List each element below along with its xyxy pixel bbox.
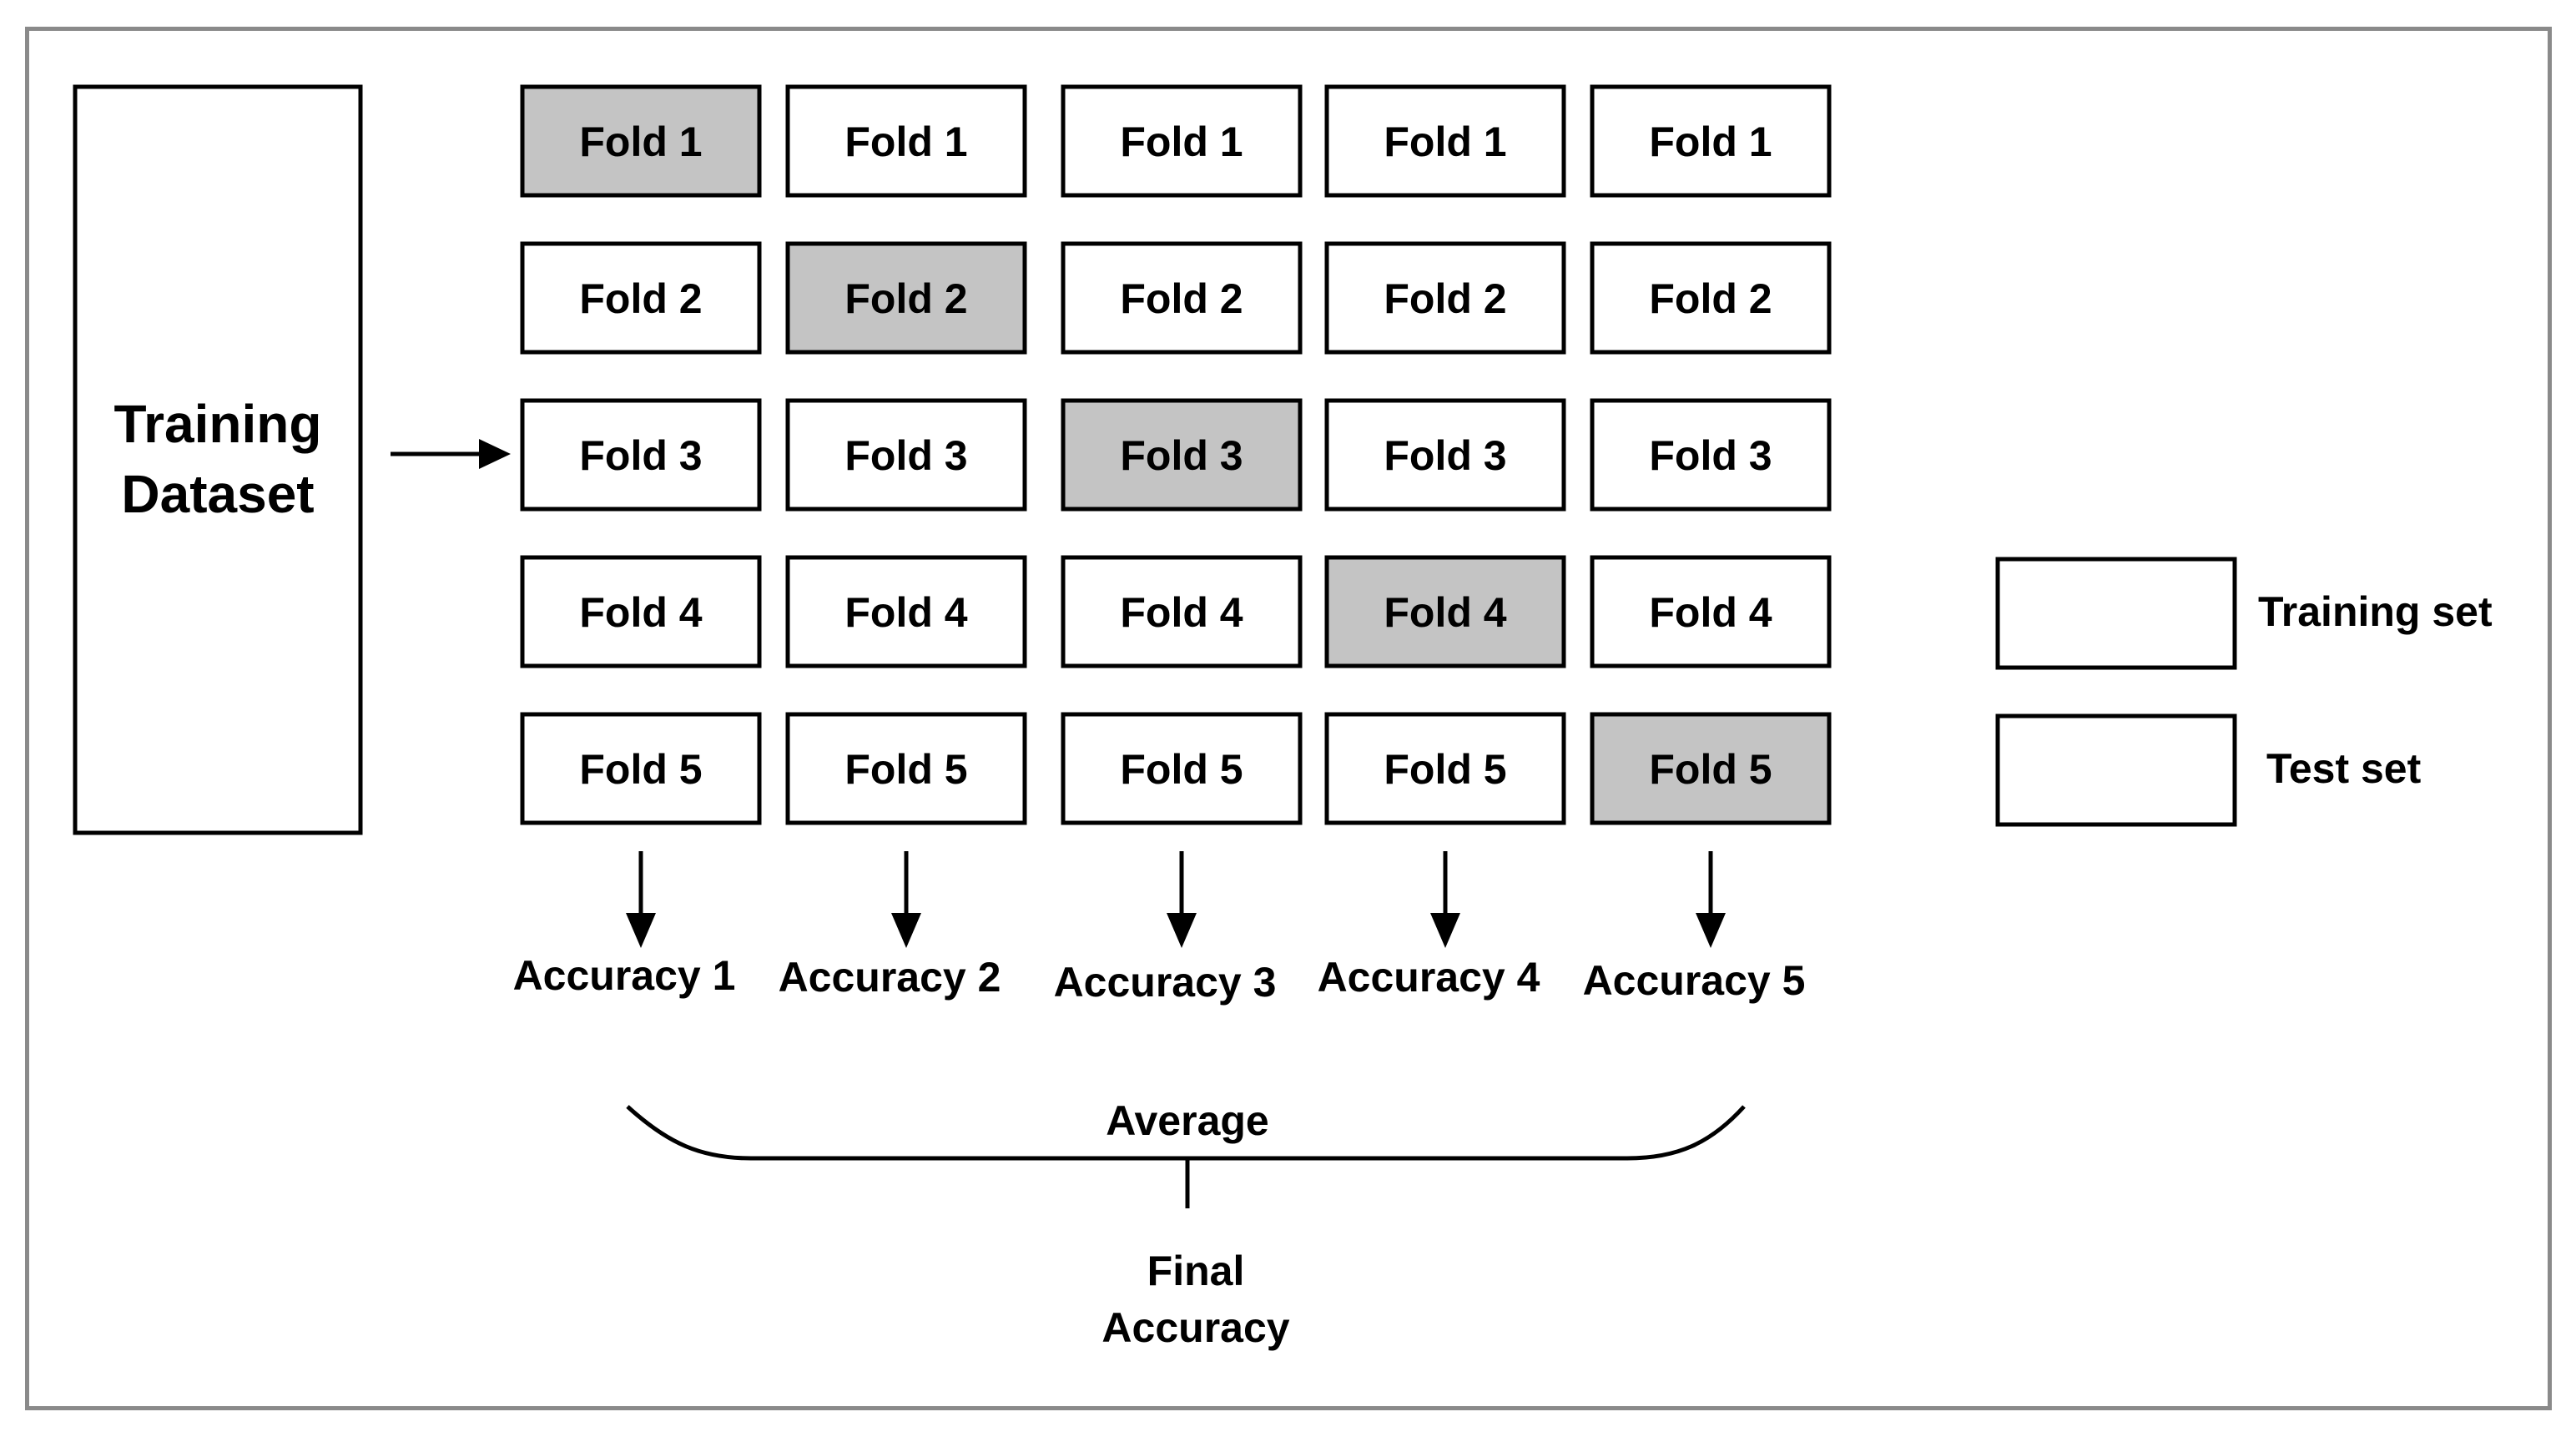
fold-label-col1-fold3: Fold 3 [579, 432, 702, 479]
fold-label-col2-fold5: Fold 5 [844, 746, 967, 793]
final-accuracy-label-line2: Accuracy [1101, 1304, 1289, 1351]
fold-box-col2-fold1-train [785, 84, 1027, 198]
fold-box-col4-fold5-train [1324, 712, 1566, 825]
fold-label-col5-fold3: Fold 3 [1649, 432, 1772, 479]
fold-box-col1-fold5-train [520, 712, 762, 825]
legend-test-label: Test set [2266, 745, 2422, 792]
fold-label-col5-fold5: Fold 5 [1649, 746, 1772, 793]
fold-label-col4-fold5: Fold 5 [1384, 746, 1506, 793]
accuracy-label-5: Accuracy 5 [1583, 957, 1806, 1004]
training-dataset-box [73, 84, 363, 835]
legend-training-label: Training set [2258, 588, 2493, 635]
fold-box-col4-fold2-train [1324, 241, 1566, 355]
fold-box-col5-fold1-train [1590, 84, 1832, 198]
fold-box-col2-fold3-train [785, 398, 1027, 512]
fold-box-col3-fold5-train [1061, 712, 1303, 825]
legend: Training set Test set [1995, 557, 2493, 827]
fold-box-col3-fold2-train [1061, 241, 1303, 355]
fold-box-col1-fold1-test [520, 84, 762, 198]
fold-box-col5-fold4-train [1590, 555, 1832, 668]
fold-label-col2-fold3: Fold 3 [844, 432, 967, 479]
legend-test-swatch [1995, 713, 2237, 827]
dataset-to-folds-arrow [391, 439, 511, 469]
fold-box-col5-fold3-train [1590, 398, 1832, 512]
fold-label-col2-fold2: Fold 2 [844, 275, 967, 322]
fold-label-col3-fold1: Fold 1 [1120, 118, 1243, 165]
accuracy-label-2: Accuracy 2 [779, 954, 1001, 1001]
fold-label-col5-fold2: Fold 2 [1649, 275, 1772, 322]
average-brace [626, 1105, 1746, 1208]
fold-label-col3-fold3: Fold 3 [1120, 432, 1243, 479]
fold-label-col5-fold1: Fold 1 [1649, 118, 1772, 165]
fold-box-col4-fold4-test [1324, 555, 1566, 668]
fold-grid: Fold 1 Fold 2 Fold 3 Fold 4 Fold 5 Accuracy 1… [513, 84, 1832, 1006]
fold-label-col2-fold4: Fold 4 [844, 589, 967, 636]
fold-label-col4-fold3: Fold 3 [1384, 432, 1506, 479]
fold-box-col3-fold1-train [1061, 84, 1303, 198]
accuracy-arrow-3 [1167, 851, 1197, 948]
fold-label-col4-fold1: Fold 1 [1384, 118, 1506, 165]
fold-box-col2-fold2-test [785, 241, 1027, 355]
fold-label-col1-fold2: Fold 2 [579, 275, 702, 322]
fold-label-col4-fold4: Fold 4 [1384, 589, 1506, 636]
fold-box-col2-fold4-train [785, 555, 1027, 668]
fold-label-col4-fold2: Fold 2 [1384, 275, 1506, 322]
diagram-frame [25, 27, 2552, 1410]
accuracy-arrow-4 [1430, 851, 1460, 948]
fold-box-col1-fold3-train [520, 398, 762, 512]
fold-box-col4-fold3-train [1324, 398, 1566, 512]
accuracy-label-4: Accuracy 4 [1318, 954, 1540, 1001]
accuracy-arrow-2 [891, 851, 921, 948]
fold-box-col1-fold4-train [520, 555, 762, 668]
fold-box-col2-fold5-train [785, 712, 1027, 825]
fold-label-col1-fold5: Fold 5 [579, 746, 702, 793]
legend-training-swatch [1995, 557, 2237, 670]
fold-box-col5-fold2-train [1590, 241, 1832, 355]
fold-box-col5-fold5-test [1590, 712, 1832, 825]
training-dataset-label-line2: Dataset [121, 464, 314, 524]
accuracy-label-3: Accuracy 3 [1054, 959, 1277, 1006]
fold-box-col1-fold2-train [520, 241, 762, 355]
fold-label-col1-fold4: Fold 4 [579, 589, 702, 636]
fold-label-col5-fold4: Fold 4 [1649, 589, 1772, 636]
fold-label-col1-fold1: Fold 1 [579, 118, 702, 165]
accuracy-label-1: Accuracy 1 [513, 952, 736, 999]
accuracy-arrow-5 [1696, 851, 1726, 948]
fold-label-col3-fold5: Fold 5 [1120, 746, 1243, 793]
fold-label-col3-fold4: Fold 4 [1120, 589, 1243, 636]
fold-box-col3-fold3-test [1061, 398, 1303, 512]
fold-box-col3-fold4-train [1061, 555, 1303, 668]
final-accuracy-label-line1: Final [1147, 1248, 1245, 1294]
fold-label-col2-fold1: Fold 1 [844, 118, 967, 165]
training-dataset-label-line1: Training [114, 394, 322, 454]
average-label: Average [1106, 1097, 1268, 1144]
accuracy-arrow-1 [626, 851, 656, 948]
fold-box-col4-fold1-train [1324, 84, 1566, 198]
fold-label-col3-fold2: Fold 2 [1120, 275, 1243, 322]
